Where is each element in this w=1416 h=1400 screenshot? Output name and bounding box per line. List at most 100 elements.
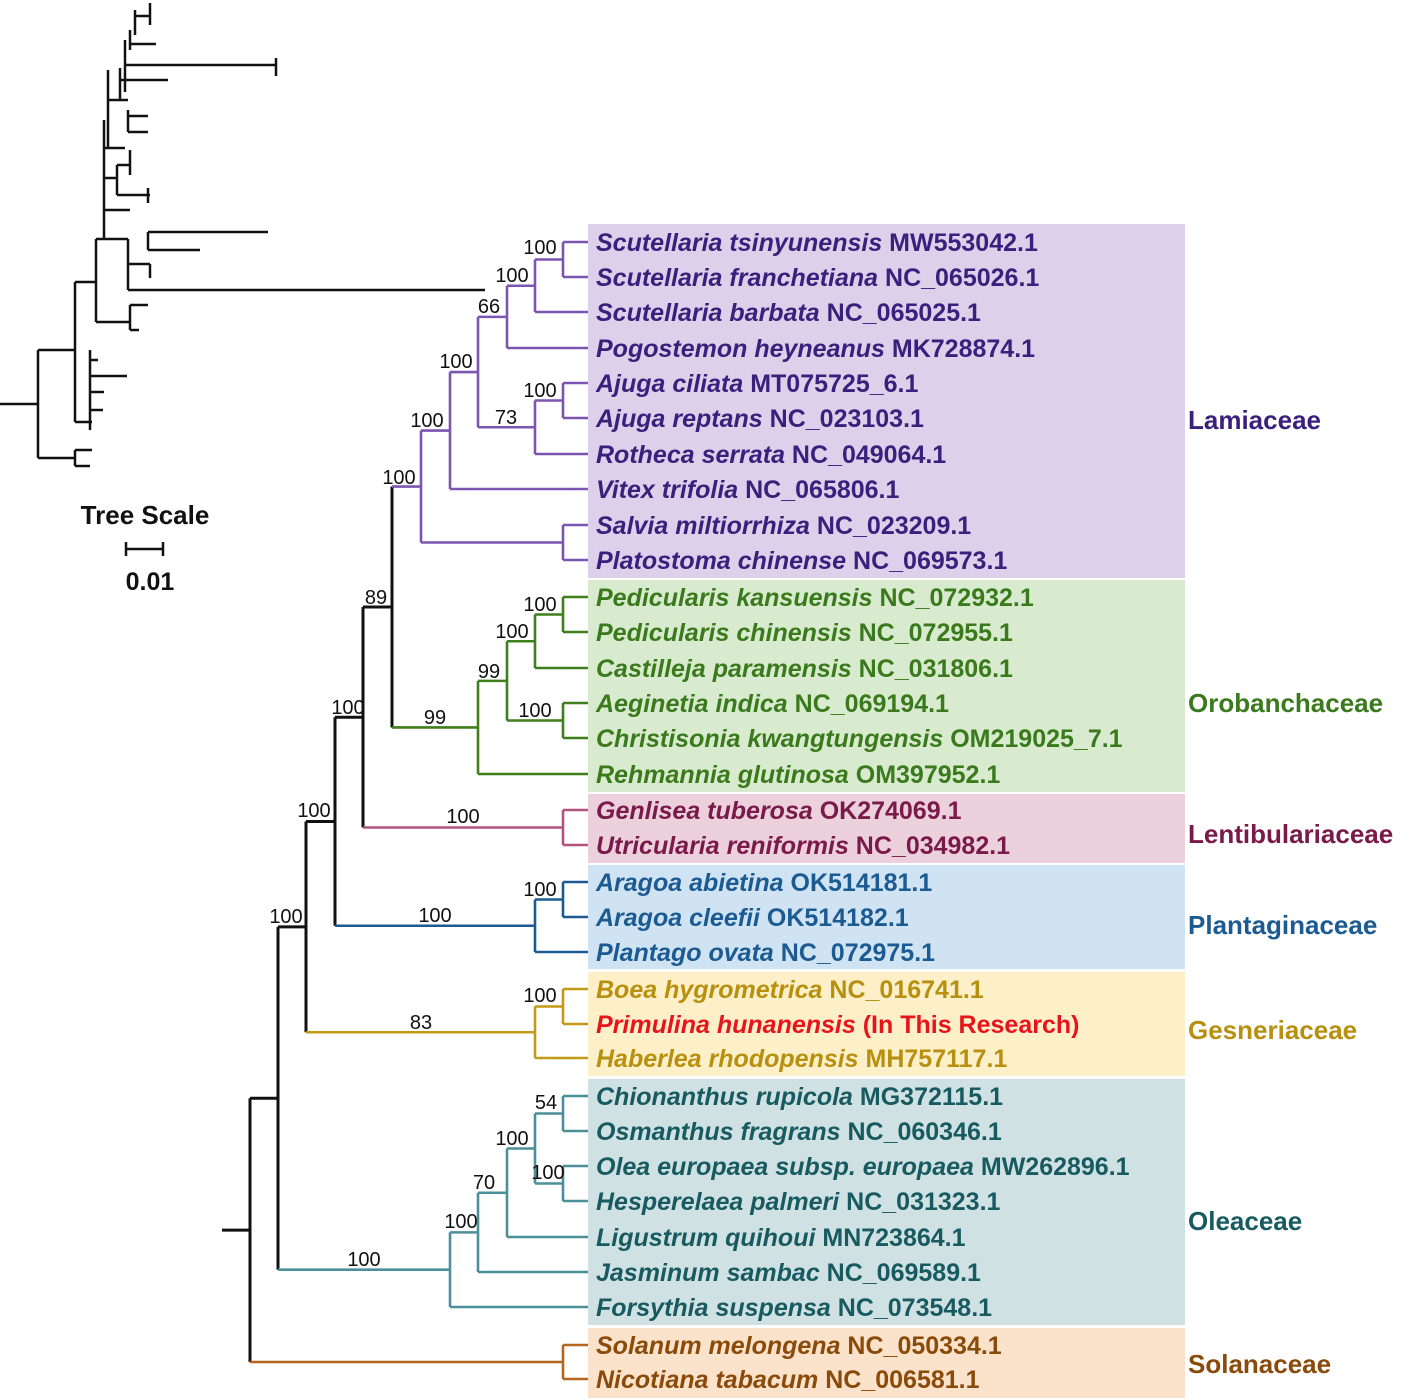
taxon-accession: MG372115.1 [853,1083,1003,1111]
taxon-accession: NC_049064.1 [785,441,946,469]
family-band-plantaginaceae [588,865,1185,969]
taxon-species: Boea hygrometrica [596,976,823,1004]
taxon-accession: NC_023103.1 [763,405,924,433]
taxon-label: Scutellaria tsinyunensis MW553042.1 [596,229,1038,257]
taxon-species: Chionanthus rupicola [596,1083,853,1111]
taxon-accession: OM219025_7.1 [943,725,1122,753]
bootstrap-value: 100 [495,1128,528,1150]
taxon-accession: OK514181.1 [784,869,933,897]
bootstrap-value: 54 [535,1092,557,1114]
taxon-accession: NC_072955.1 [852,619,1013,647]
taxon-species: Osmanthus fragrans [596,1118,841,1146]
taxon-species: Pedicularis kansuensis [596,584,873,612]
bootstrap-value: 83 [410,1012,432,1034]
taxon-accession: OK514182.1 [760,904,909,932]
family-label-lamiaceae: Lamiaceae [1188,405,1321,435]
bootstrap-value: 100 [531,1162,564,1184]
bootstrap-value: 100 [297,800,330,822]
taxon-accession: NC_060346.1 [841,1118,1002,1146]
taxon-species: Ajuga reptans [595,405,763,433]
family-band-lentibulariaceae [588,794,1185,863]
bootstrap-value: 100 [347,1249,380,1271]
taxon-label: Solanum melongena NC_050334.1 [596,1332,1002,1360]
bootstrap-value: 70 [473,1172,495,1194]
bootstrap-value: 100 [495,621,528,643]
taxon-accession: MK728874.1 [885,335,1035,363]
taxon-label: Scutellaria barbata NC_065025.1 [596,299,981,327]
bootstrap-value: 99 [478,661,500,683]
taxon-species: Rehmannia glutinosa [596,761,849,789]
family-band-orobanchaceae [588,580,1185,792]
taxon-labels: Scutellaria tsinyunensis MW553042.1Scute… [595,229,1130,1394]
taxon-accession: MT075725_6.1 [743,370,918,398]
taxon-label: Platostoma chinense NC_069573.1 [596,547,1007,575]
taxon-accession: NC_006581.1 [818,1366,979,1394]
taxon-label: Hesperelaea palmeri NC_031323.1 [596,1188,1001,1216]
taxon-species: Olea europaea subsp. europaea [596,1153,974,1181]
taxon-accession: OM397952.1 [849,761,1001,789]
tree-scale: Tree Scale 0.01 [81,500,210,596]
taxon-accession: NC_073548.1 [831,1294,992,1322]
bootstrap-value: 100 [523,985,556,1007]
taxon-accession: NC_069194.1 [788,690,949,718]
taxon-accession: NC_016741.1 [822,976,983,1004]
taxon-accession: NC_031806.1 [852,655,1013,683]
taxon-label: Ajuga ciliata MT075725_6.1 [595,370,918,398]
taxon-label: Genlisea tuberosa OK274069.1 [596,797,962,825]
taxon-label: Christisonia kwangtungensis OM219025_7.1 [596,725,1123,753]
taxon-accession: (In This Research) [856,1011,1080,1039]
family-label-orobanchaceae: Orobanchaceae [1188,688,1383,718]
taxon-accession: NC_072932.1 [873,584,1034,612]
taxon-species: Pedicularis chinensis [596,619,852,647]
taxon-species: Plantago ovata [596,939,774,967]
bootstrap-value: 100 [495,265,528,287]
family-label-lentibulariaceae: Lentibulariaceae [1188,819,1393,849]
bootstrap-value: 100 [382,467,415,489]
taxon-label: Aragoa abietina OK514181.1 [595,869,932,897]
taxon-accession: NC_065025.1 [820,299,981,327]
taxon-label: Ajuga reptans NC_023103.1 [595,405,924,433]
taxon-label: Plantago ovata NC_072975.1 [596,939,935,967]
family-label-gesneriaceae: Gesneriaceae [1188,1015,1357,1045]
taxon-label: Boea hygrometrica NC_016741.1 [596,976,984,1004]
bootstrap-value: 100 [444,1211,477,1233]
taxon-species: Aragoa abietina [595,869,784,897]
family-band-solanaceae [588,1328,1185,1398]
taxon-accession: MN723864.1 [815,1224,965,1252]
taxon-accession: NC_050334.1 [840,1332,1001,1360]
tree-branches [222,240,588,1381]
bootstrap-value: 100 [410,410,443,432]
taxon-accession: MW262896.1 [974,1153,1130,1181]
taxon-accession: NC_034982.1 [849,832,1010,860]
taxon-label: Pogostemon heyneanus MK728874.1 [596,335,1035,363]
taxon-label: Rehmannia glutinosa OM397952.1 [596,761,1000,789]
taxon-species: Pogostemon heyneanus [596,335,885,363]
bootstrap-value: 99 [424,707,446,729]
taxon-species: Ajuga ciliata [595,370,743,398]
taxon-species: Salvia miltiorrhiza [596,512,810,540]
taxon-accession: NC_065026.1 [878,264,1039,292]
family-label-oleaceae: Oleaceae [1188,1206,1302,1236]
taxon-species: Rotheca serrata [596,441,785,469]
bootstrap-value: 100 [523,237,556,259]
taxon-species: Scutellaria barbata [596,299,820,327]
bootstrap-value: 100 [523,380,556,402]
bootstrap-value: 100 [523,594,556,616]
taxon-species: Vitex trifolia [596,476,738,504]
bootstrap-value: 100 [331,697,364,719]
taxon-species: Aeginetia indica [595,690,788,718]
bootstrap-value: 100 [518,700,551,722]
taxon-species: Aragoa cleefii [595,904,761,932]
taxon-species: Scutellaria tsinyunensis [596,229,882,257]
taxon-species: Genlisea tuberosa [596,797,813,825]
taxon-accession: NC_065806.1 [738,476,899,504]
bootstrap-value: 100 [446,806,479,828]
taxon-species: Ligustrum quihoui [596,1224,816,1252]
taxon-label: Haberlea rhodopensis MH757117.1 [596,1045,1007,1073]
taxon-label: Scutellaria franchetiana NC_065026.1 [596,264,1039,292]
family-band-lamiaceae [588,224,1185,578]
taxon-label: Olea europaea subsp. europaea MW262896.1 [596,1153,1130,1181]
taxon-species: Hesperelaea palmeri [596,1188,840,1216]
family-labels: LamiaceaeOrobanchaceaeLentibulariaceaePl… [1188,405,1393,1379]
taxon-accession: NC_072975.1 [774,939,935,967]
